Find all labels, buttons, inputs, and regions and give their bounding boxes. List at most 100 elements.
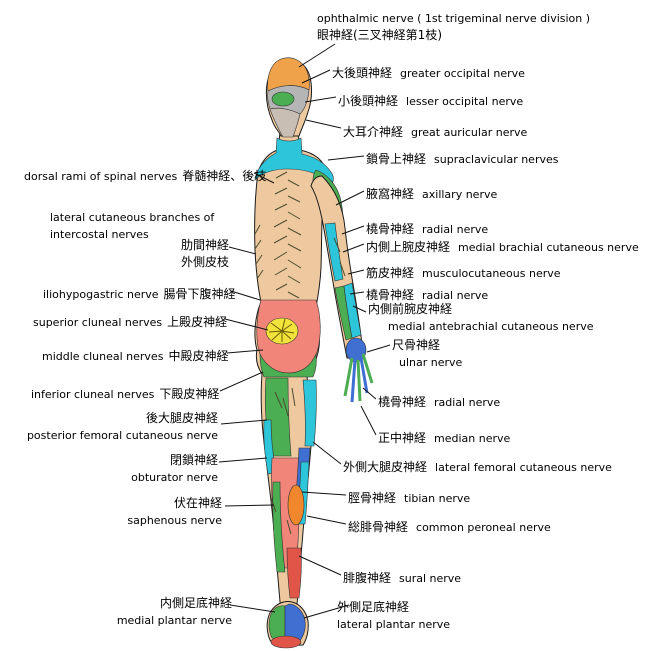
label-en-text: middle cluneal nerves bbox=[42, 350, 164, 363]
label-jp-text: 伏在神経 bbox=[173, 496, 222, 510]
label-jp-text: 橈骨神経 bbox=[366, 222, 415, 236]
label-lateral-plantar-nerve: 外側足底神経 lateral plantar nerve bbox=[337, 598, 450, 632]
label-obturator-nerve: 閉鎖神経 obturator nerve bbox=[131, 451, 218, 485]
label-jp-text: 筋皮神経 bbox=[366, 266, 415, 280]
label-lateral-femoral-cutaneous-nerve: 外側大腿皮神経 lateral femoral cutaneous nerve bbox=[343, 456, 612, 475]
label-axillary-nerve: 腋窩神経 axillary nerve bbox=[366, 183, 497, 202]
label-en-text: axillary nerve bbox=[422, 188, 498, 201]
label-sural-nerve: 腓腹神経 sural nerve bbox=[343, 567, 461, 586]
label-jp-text: 内側前腕皮神経 bbox=[368, 302, 453, 316]
label-en-text: radial nerve bbox=[422, 223, 489, 236]
label-en-text: obturator nerve bbox=[131, 471, 218, 484]
label-jp-text: 内側足底神経 bbox=[159, 596, 232, 610]
label-supraclavicular-nerves: 鎖骨上神経 supraclavicular nerves bbox=[366, 148, 558, 167]
label-intercostal-lateral-branches-en: lateral cutaneous branches of intercosta… bbox=[50, 208, 214, 242]
label-jp-text: 橈骨神経 bbox=[366, 288, 415, 302]
region-toes bbox=[270, 635, 302, 649]
label-intercostal-lateral-branches-jp: 肋間神経 外側皮枝 bbox=[181, 236, 229, 270]
label-jp-text: 外側足底神経 bbox=[337, 600, 410, 614]
label-jp-text: 尺骨神経 bbox=[392, 338, 441, 352]
label-en-text: radial nerve bbox=[434, 396, 501, 409]
label-dorsal-rami: dorsal rami of spinal nerves 脊髄神経、後枝 bbox=[24, 165, 266, 184]
label-lesser-occipital-nerve: 小後頭神経 lesser occipital nerve bbox=[338, 90, 523, 109]
label-jp-text: 肋間神経 bbox=[180, 238, 229, 252]
label-en-text: median nerve bbox=[434, 432, 511, 445]
label-jp-text: 下殿皮神経 bbox=[159, 387, 220, 401]
label-jp-text: 脊髄神経、後枝 bbox=[182, 169, 267, 183]
label-en-text: tibian nerve bbox=[404, 492, 471, 505]
label-jp-text: 眼神経(三叉神経第1枝) bbox=[317, 28, 442, 42]
label-en-text: lateral cutaneous branches of bbox=[50, 211, 215, 224]
label-jp-text: 後大腿皮神経 bbox=[145, 411, 218, 425]
label-en-text: saphenous nerve bbox=[127, 514, 222, 527]
label-ulnar-nerve: 尺骨神経 ulnar nerve bbox=[392, 336, 462, 370]
label-en-text: iliohypogastric nerve bbox=[43, 288, 159, 301]
label-jp-text: 小後頭神経 bbox=[338, 94, 399, 108]
label-jp-text: 外側大腿皮神経 bbox=[343, 460, 428, 474]
label-jp-text: 内側上腕皮神経 bbox=[366, 240, 451, 254]
label-radial-nerve-mid: 橈骨神経 radial nerve bbox=[366, 284, 488, 303]
label-ophthalmic-nerve: ophthalmic nerve ( 1st trigeminal nerve … bbox=[317, 9, 590, 43]
label-en-text: common peroneal nerve bbox=[416, 521, 551, 534]
region-medial-brachial bbox=[324, 222, 344, 282]
label-jp-text: 腓腹神経 bbox=[343, 571, 392, 585]
label-en-text: lesser occipital nerve bbox=[406, 95, 524, 108]
label-radial-nerve-hand: 橈骨神経 radial nerve bbox=[378, 391, 500, 410]
dorsal-rami-branches bbox=[273, 171, 302, 299]
label-inferior-cluneal-nerves: inferior cluneal nerves 下殿皮神経 bbox=[31, 383, 219, 402]
label-musculocutaneous-nerve: 筋皮神経 musculocutaneous nerve bbox=[366, 262, 561, 281]
label-posterior-femoral-cutaneous-nerve: 後大腿皮神経 posterior femoral cutaneous nerve bbox=[27, 409, 218, 443]
label-median-nerve: 正中神経 median nerve bbox=[378, 427, 510, 446]
region-occipital-green bbox=[271, 91, 295, 107]
region-calf-orange bbox=[287, 484, 305, 526]
region-sural bbox=[286, 547, 302, 599]
region-great-auricular bbox=[269, 107, 301, 138]
label-jp-text: 中殿皮神経 bbox=[168, 349, 229, 363]
fingers-radial bbox=[343, 353, 374, 402]
label-jp-text: 橈骨神経 bbox=[378, 395, 427, 409]
cluneal-rays bbox=[268, 318, 295, 342]
label-en-text: intercostal nerves bbox=[50, 228, 149, 241]
region-lateral-femoral bbox=[302, 379, 317, 447]
label-radial-nerve-upper: 橈骨神経 radial nerve bbox=[366, 218, 488, 237]
label-medial-antebrachial-cutaneous-nerve: 内側前腕皮神経 medial antebrachial cutaneous ne… bbox=[368, 300, 594, 334]
label-en-text: supraclavicular nerves bbox=[434, 153, 559, 166]
label-saphenous-nerve: 伏在神経 saphenous nerve bbox=[127, 494, 222, 528]
leader-lines bbox=[218, 43, 391, 619]
label-en-text: medial plantar nerve bbox=[116, 614, 232, 627]
label-en-text: medial antebrachial cutaneous nerve bbox=[388, 320, 594, 333]
label-en-text: musculocutaneous nerve bbox=[422, 267, 561, 280]
label-jp-text: 閉鎖神経 bbox=[169, 453, 218, 467]
fingers-median bbox=[350, 357, 369, 403]
label-jp-text: 正中神経 bbox=[378, 431, 427, 445]
label-en-text: superior cluneal nerves bbox=[33, 316, 163, 329]
label-jp-text: 上殿皮神経 bbox=[167, 315, 228, 329]
label-jp-text: 総腓骨神経 bbox=[348, 520, 409, 534]
label-greater-occipital-nerve: 大後頭神経 greater occipital nerve bbox=[332, 62, 525, 81]
region-inferior-cluneal bbox=[259, 352, 317, 378]
label-en-text: greater occipital nerve bbox=[400, 67, 525, 80]
label-en-text: inferior cluneal nerves bbox=[31, 388, 155, 401]
label-common-peroneal-nerve: 総腓骨神経 common peroneal nerve bbox=[348, 516, 551, 535]
label-jp-text: 大後頭神経 bbox=[332, 66, 393, 80]
label-en-text: radial nerve bbox=[422, 289, 489, 302]
label-jp-text: 外側皮枝 bbox=[180, 255, 229, 269]
label-en-text: ophthalmic nerve ( 1st trigeminal nerve … bbox=[317, 12, 591, 25]
label-en-text: dorsal rami of spinal nerves bbox=[24, 170, 178, 183]
label-en-text: posterior femoral cutaneous nerve bbox=[26, 429, 218, 442]
label-iliohypogastric-nerve: iliohypogastric nerve 腸骨下腹神経 bbox=[43, 283, 236, 302]
label-en-text: lateral femoral cutaneous nerve bbox=[435, 461, 612, 474]
label-medial-plantar-nerve: 内側足底神経 medial plantar nerve bbox=[117, 594, 232, 628]
label-jp-text: 腋窩神経 bbox=[366, 187, 415, 201]
label-en-text: sural nerve bbox=[399, 572, 462, 585]
label-en-text: ulnar nerve bbox=[399, 356, 463, 369]
label-jp-text: 腸骨下腹神経 bbox=[163, 287, 236, 301]
label-jp-text: 大耳介神経 bbox=[343, 125, 404, 139]
label-jp-text: 鎖骨上神経 bbox=[366, 152, 427, 166]
label-en-text: lateral plantar nerve bbox=[337, 618, 451, 631]
label-jp-text: 脛骨神経 bbox=[348, 491, 397, 505]
